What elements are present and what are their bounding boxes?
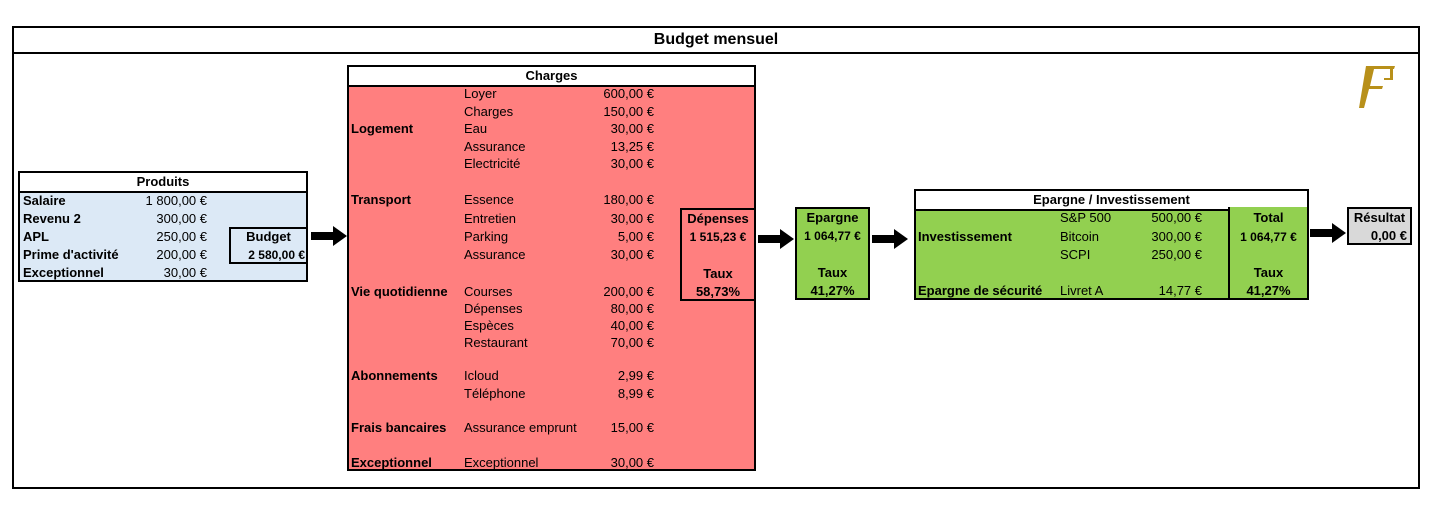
placement-value: 14,77 € [1158, 283, 1202, 298]
securite-category: Epargne de sécurité [918, 283, 1043, 298]
total-value: 1 064,77 € [1240, 230, 1297, 244]
produits-header: Produits [20, 173, 306, 193]
charges-category: Abonnements [351, 368, 438, 383]
total-taux-value: 41,27% [1246, 283, 1291, 298]
charge-label: Espèces [464, 318, 514, 333]
budget-label: Budget [246, 229, 291, 244]
charge-value: 2,99 € [617, 368, 654, 383]
produit-value: 30,00 € [163, 265, 207, 280]
charge-value: 600,00 € [603, 86, 654, 101]
charges-category: Vie quotidienne [351, 284, 448, 299]
charges-header: Charges [349, 67, 754, 87]
charge-label: Eau [464, 121, 488, 136]
charge-label: Restaurant [464, 335, 528, 350]
charge-label: Courses [464, 284, 513, 299]
depenses-taux-label: Taux [703, 266, 733, 281]
produit-label: APL [23, 229, 49, 244]
charge-value: 40,00 € [610, 318, 654, 333]
placement-label: Livret A [1060, 283, 1104, 298]
charge-value: 180,00 € [603, 192, 654, 207]
placement-label: S&P 500 [1060, 210, 1112, 225]
total-taux-label: Taux [1253, 265, 1284, 280]
charge-label: Assurance [464, 139, 526, 154]
produit-value: 200,00 € [156, 247, 207, 262]
epargne-taux-label: Taux [817, 265, 848, 280]
depenses-box: Dépenses 1 515,23 € Taux 58,73% [680, 208, 756, 301]
budget-sheet: Budget mensuel [12, 26, 1420, 489]
investissement-header: Epargne / Investissement [916, 191, 1307, 211]
charge-label: Dépenses [464, 301, 523, 316]
investissement-category: Investissement [918, 229, 1012, 244]
produit-label: Revenu 2 [23, 211, 81, 226]
charges-table: Charges Logement Transport Vie quotidien… [347, 65, 756, 471]
resultat-box: Résultat 0,00 € [1347, 207, 1412, 245]
produit-value: 1 800,00 € [145, 193, 207, 208]
charges-category: Transport [351, 192, 411, 207]
charge-value: 30,00 € [610, 455, 654, 470]
produit-label: Salaire [23, 193, 66, 208]
budget-value: 2 580,00 € [248, 248, 305, 262]
produit-value: 250,00 € [156, 229, 207, 244]
charge-value: 15,00 € [610, 420, 654, 435]
arrow-right-icon [311, 226, 347, 246]
arrow-right-icon [758, 229, 794, 249]
total-box: Total 1 064,77 € Taux 41,27% [1228, 207, 1307, 298]
charge-value: 80,00 € [610, 301, 654, 316]
arrow-right-icon [872, 229, 908, 249]
charges-category: Logement [351, 121, 414, 136]
produit-label: Exceptionnel [23, 265, 104, 280]
charge-label: Assurance [464, 247, 526, 262]
produit-label: Prime d'activité [23, 247, 119, 262]
epargne-label: Epargne [806, 210, 859, 225]
page-title: Budget mensuel [14, 28, 1418, 54]
epargne-taux-value: 41,27% [810, 283, 855, 298]
charge-label: Electricité [464, 156, 521, 171]
charge-label: Parking [464, 229, 509, 244]
charge-label: Essence [464, 192, 514, 207]
placement-value: 500,00 € [1151, 210, 1202, 225]
charge-label: Téléphone [464, 386, 526, 401]
charge-value: 30,00 € [610, 121, 654, 136]
total-label: Total [1253, 210, 1284, 225]
charge-value: 13,25 € [610, 139, 654, 154]
charge-value: 30,00 € [610, 156, 654, 171]
charge-value: 5,00 € [617, 229, 654, 244]
epargne-value: 1 064,77 € [804, 229, 861, 243]
charge-label: Loyer [464, 86, 497, 101]
charge-value: 8,99 € [617, 386, 654, 401]
resultat-value: 0,00 € [1370, 228, 1407, 243]
charge-value: 150,00 € [603, 104, 654, 119]
charges-category: Exceptionnel [351, 455, 432, 470]
arrow-right-icon [1310, 223, 1346, 243]
charge-label: Icloud [464, 368, 499, 383]
depenses-taux-value: 58,73% [695, 284, 741, 299]
placement-value: 300,00 € [1151, 229, 1202, 244]
brand-logo [1359, 66, 1395, 108]
placement-label: Bitcoin [1060, 229, 1100, 244]
budget-box: Budget 2 580,00 € [229, 227, 308, 264]
placement-label: SCPI [1060, 247, 1091, 262]
charge-value: 30,00 € [610, 211, 654, 226]
charge-value: 70,00 € [610, 335, 654, 350]
charge-value: 30,00 € [610, 247, 654, 262]
charges-category: Frais bancaires [351, 420, 447, 435]
investissement-table: Epargne / Investissement Investissement … [914, 189, 1309, 300]
epargne-box: Epargne 1 064,77 € Taux 41,27% [795, 207, 870, 300]
produit-value: 300,00 € [156, 211, 207, 226]
charge-value: 200,00 € [603, 284, 654, 299]
charge-label: Entretien [464, 211, 517, 226]
produits-table: Produits Salaire 1 800,00 € Revenu 2 300… [18, 171, 308, 282]
resultat-label: Résultat [1353, 210, 1406, 225]
charge-label: Exceptionnel [464, 455, 539, 470]
placement-value: 250,00 € [1151, 247, 1202, 262]
depenses-label: Dépenses [687, 211, 749, 226]
charge-label: Assurance emprunt [464, 420, 577, 435]
charge-label: Charges [464, 104, 514, 119]
depenses-value: 1 515,23 € [689, 230, 747, 244]
